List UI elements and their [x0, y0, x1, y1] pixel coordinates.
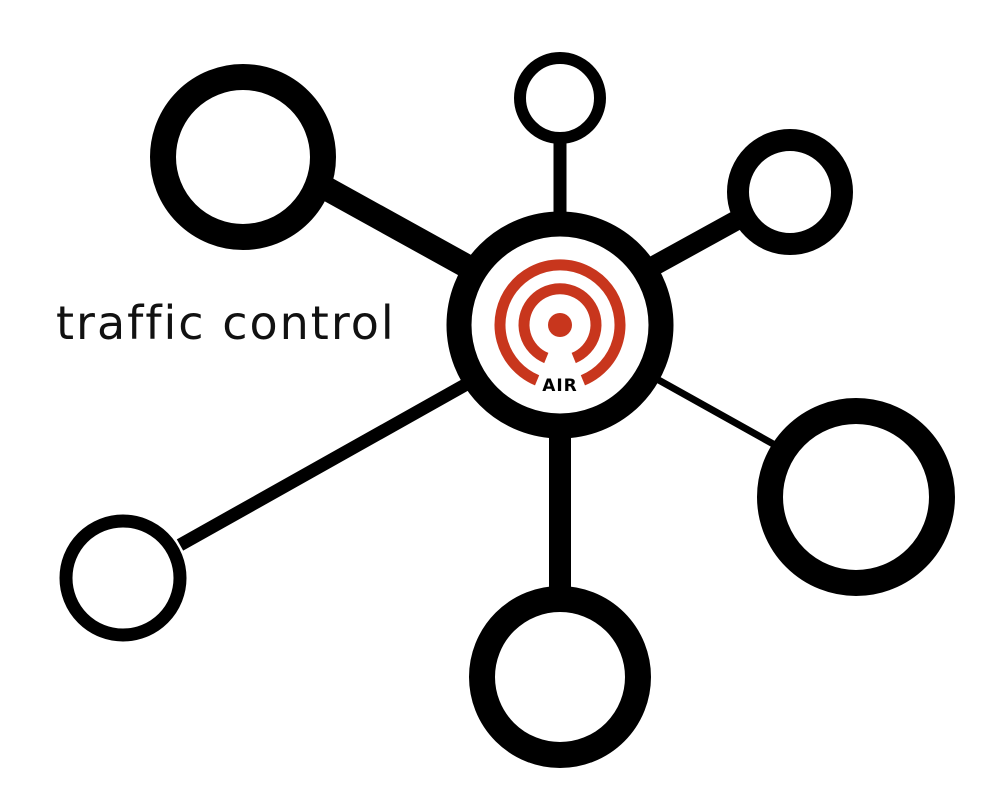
nodes [59, 52, 955, 768]
connectors [176, 138, 777, 592]
node-top [514, 52, 606, 144]
broadcast-signal-icon [494, 259, 626, 386]
signal-outer-arc [494, 259, 626, 386]
connector-left [176, 379, 469, 551]
signal-dot [548, 313, 572, 337]
node-right [757, 398, 955, 596]
diagram-caption: traffic control [56, 296, 396, 350]
node-top-right [727, 129, 853, 255]
connector-right [653, 374, 777, 449]
connector-top-left [314, 174, 476, 279]
signal-inner-arc [518, 283, 602, 364]
connector-top-right [645, 205, 753, 277]
node-top-left [150, 64, 336, 250]
node-left [59, 514, 187, 642]
node-bottom [469, 586, 651, 768]
logo-label: AIR [542, 376, 578, 396]
